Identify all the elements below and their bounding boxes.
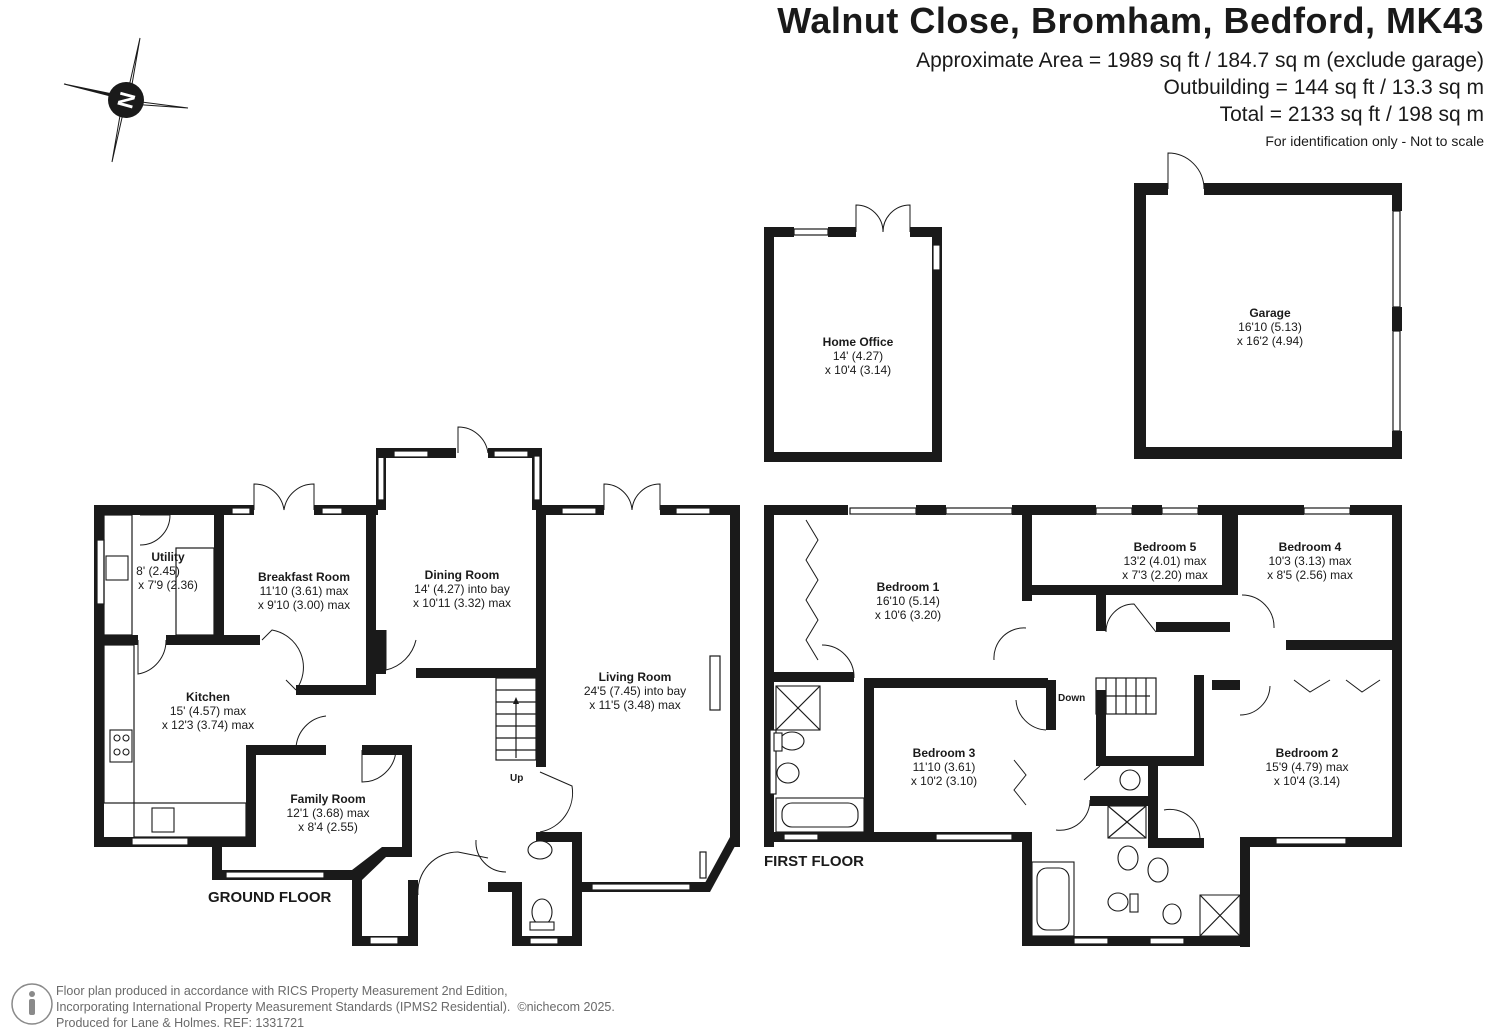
room-name-bedroom1: Bedroom 1 [877,580,940,594]
room-dim-dining-2: x 10'11 (3.32) max [413,596,511,610]
room-name-bedroom2: Bedroom 2 [1276,746,1339,760]
room-dim-utility-1: 8' (2.45) [136,564,180,578]
room-name-bedroom3: Bedroom 3 [913,746,976,760]
room-dim-breakfast-2: x 9'10 (3.00) max [258,598,350,612]
room-dim-kitchen-1: 15' (4.57) max [170,704,246,718]
room-dim-bedroom5-2: x 7'3 (2.20) max [1122,568,1208,582]
room-dim-home-office-1: 14' (4.27) [833,349,883,363]
room-dim-bedroom3-1: 11'10 (3.61) [913,760,976,774]
outbuilding-area: Outbuilding = 144 sq ft / 13.3 sq m [1163,76,1484,99]
room-dim-bedroom1-1: 16'10 (5.14) [876,594,940,608]
room-dim-family-2: x 8'4 (2.55) [298,820,358,834]
first-floor-plan [764,505,1402,947]
footer-line-1: Floor plan produced in accordance with R… [56,984,508,998]
room-dim-bedroom2-1: 15'9 (4.79) max [1266,760,1349,774]
room-dim-bedroom1-2: x 10'6 (3.20) [875,608,941,622]
first-floor-label: FIRST FLOOR [764,853,864,870]
home-office-outline [764,204,942,462]
approximate-area: Approximate Area = 1989 sq ft / 184.7 sq… [916,49,1484,72]
footer-line-3: Produced for Lane & Holmes. REF: 1331721 [56,1016,305,1030]
room-name-garage: Garage [1249,306,1291,320]
room-name-family: Family Room [290,792,365,806]
room-name-breakfast: Breakfast Room [258,570,350,584]
room-dim-bedroom3-2: x 10'2 (3.10) [911,774,977,788]
room-name-bedroom4: Bedroom 4 [1279,540,1342,554]
room-name-utility: Utility [151,550,185,564]
ground-floor-plan [94,426,740,946]
ground-floor-label: GROUND FLOOR [208,889,331,906]
room-dim-bedroom4-1: 10'3 (3.13) max [1269,554,1352,568]
room-dim-garage-2: x 16'2 (4.94) [1237,334,1303,348]
room-dim-bedroom5-1: 13'2 (4.01) max [1124,554,1207,568]
room-dim-dining-1: 14' (4.27) into bay [414,582,510,596]
stairs-up-label: Up [510,773,523,784]
room-dim-utility-2: x 7'9 (2.36) [138,578,198,592]
room-dim-family-1: 12'1 (3.68) max [287,806,370,820]
total-area: Total = 2133 sq ft / 198 sq m [1219,103,1484,126]
footer-line-2-text: Incorporating International Property Mea… [56,1000,511,1014]
room-name-bedroom5: Bedroom 5 [1134,540,1197,554]
room-name-living: Living Room [599,670,672,684]
page-title: Walnut Close, Bromham, Bedford, MK43 [777,0,1484,41]
room-name-dining: Dining Room [425,568,500,582]
room-dim-home-office-2: x 10'4 (3.14) [825,363,891,377]
stairs-down-label: Down [1058,693,1085,704]
footer-brand: ©nichecom 2025. [517,1000,615,1014]
room-dim-living-2: x 11'5 (3.48) max [589,698,680,712]
room-dim-breakfast-1: 11'10 (3.61) max [260,584,349,598]
garage-outline [1134,152,1402,459]
room-dim-living-1: 24'5 (7.45) into bay [584,684,686,698]
footer-line-2: Incorporating International Property Mea… [56,999,615,1015]
room-name-kitchen: Kitchen [186,690,230,704]
room-dim-kitchen-2: x 12'3 (3.74) max [162,718,254,732]
room-dim-garage-1: 16'10 (5.13) [1238,320,1302,334]
room-dim-bedroom4-2: x 8'5 (2.56) max [1267,568,1353,582]
disclaimer-note: For identification only - Not to scale [1265,133,1484,149]
room-dim-bedroom2-2: x 10'4 (3.14) [1274,774,1340,788]
footer: Floor plan produced in accordance with R… [56,983,615,1031]
nichecom-logo-icon [11,983,53,1025]
compass-icon: N [63,37,189,163]
room-name-home-office: Home Office [823,335,894,349]
compass-letter: N [112,89,140,111]
